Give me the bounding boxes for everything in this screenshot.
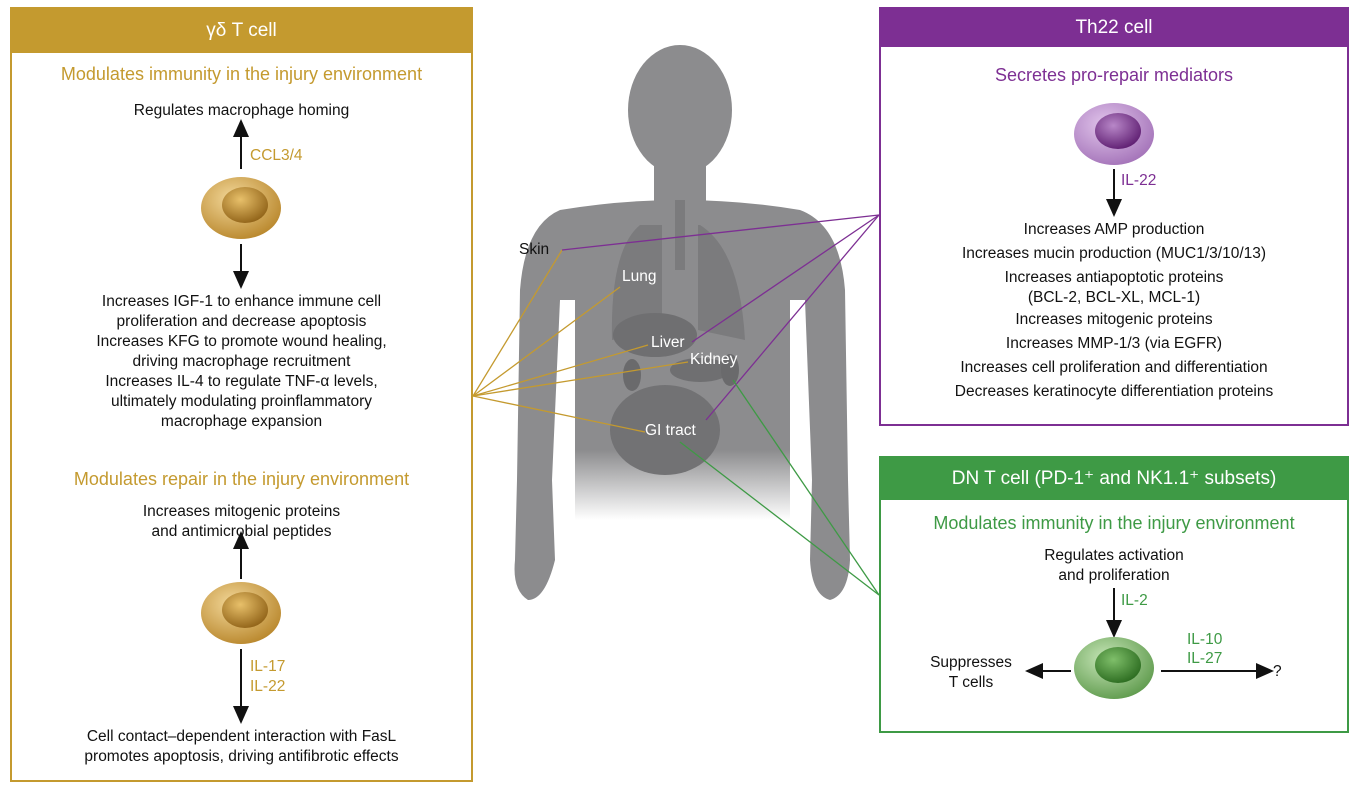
th22-effect-line: Increases AMP production bbox=[1023, 221, 1205, 238]
skin-label: Skin bbox=[519, 241, 550, 258]
effect-line: macrophage expansion bbox=[160, 413, 323, 430]
dn-activation-line: and proliferation bbox=[1058, 567, 1170, 584]
dn-activation-line: Regulates activation bbox=[1044, 547, 1184, 564]
th22-effect-line: (BCL-2, BCL-XL, MCL-1) bbox=[1027, 289, 1201, 306]
il17-label: IL-17 bbox=[250, 658, 286, 675]
th22-connectors bbox=[561, 214, 880, 421]
th22-title: Th22 cell bbox=[881, 9, 1347, 47]
dn-panel: DN T cell (PD-1⁺ and NK1.1⁺ subsets) Mod… bbox=[879, 456, 1349, 733]
gamma-delta-panel: γδ T cell Modulates immunity in the inju… bbox=[10, 7, 473, 782]
dn-title: DN T cell (PD-1⁺ and NK1.1⁺ subsets) bbox=[881, 458, 1347, 500]
th22-cell-icon bbox=[1074, 103, 1154, 165]
th22-graphics bbox=[1074, 103, 1154, 217]
gamma-delta-connectors bbox=[472, 249, 689, 433]
body-silhouette bbox=[514, 45, 850, 600]
gamma-delta-cell-icon bbox=[201, 582, 281, 644]
dn-graphics bbox=[1025, 588, 1274, 699]
fasl-effect-line: promotes apoptosis, driving antifibrotic… bbox=[84, 748, 399, 765]
th22-effect-line: Increases MMP-1/3 (via EGFR) bbox=[1005, 335, 1223, 352]
th22-effect-line: Increases mitogenic proteins bbox=[1015, 311, 1213, 328]
ccl-label: CCL3/4 bbox=[250, 147, 303, 164]
gamma-delta-title: γδ T cell bbox=[12, 9, 471, 53]
gi-tract-label: GI tract bbox=[645, 422, 696, 439]
effect-line: ultimately modulating proinflammatory bbox=[110, 393, 373, 410]
th22-effect-line: Increases cell proliferation and differe… bbox=[960, 359, 1268, 376]
liver-label: Liver bbox=[651, 334, 685, 351]
th22-il22-label: IL-22 bbox=[1121, 172, 1157, 189]
th22-effect-line: Increases antiapoptotic proteins bbox=[1004, 269, 1224, 286]
il22-label: IL-22 bbox=[250, 678, 286, 695]
th22-effect-line: Increases mucin production (MUC1/3/10/13… bbox=[961, 245, 1267, 262]
il27-label: IL-27 bbox=[1187, 650, 1223, 667]
gamma-delta-repair-heading: Modulates repair in the injury environme… bbox=[73, 469, 410, 489]
il2-label: IL-2 bbox=[1121, 592, 1148, 609]
effect-line: Increases KFG to promote wound healing, bbox=[96, 333, 387, 350]
suppress-line: T cells bbox=[948, 674, 994, 691]
unknown-outcome: ? bbox=[1273, 663, 1282, 680]
gamma-delta-immunity-heading: Modulates immunity in the injury environ… bbox=[60, 64, 423, 84]
effect-line: Increases IGF-1 to enhance immune cell bbox=[101, 293, 382, 310]
effect-line: Increases IL-4 to regulate TNF-α levels, bbox=[105, 373, 378, 390]
lung-label: Lung bbox=[622, 268, 657, 285]
effect-line: proliferation and decrease apoptosis bbox=[116, 313, 367, 330]
repair-effect-line: Increases mitogenic proteins bbox=[142, 503, 341, 520]
il10-label: IL-10 bbox=[1187, 631, 1223, 648]
fasl-effect-line: Cell contact–dependent interaction with … bbox=[86, 728, 397, 745]
effect-line: driving macrophage recruitment bbox=[132, 353, 351, 370]
th22-panel: Th22 cell Secretes pro-repair mediators … bbox=[879, 7, 1349, 426]
kidney-label: Kidney bbox=[690, 351, 738, 368]
macrophage-homing-text: Regulates macrophage homing bbox=[133, 102, 350, 119]
th22-heading: Secretes pro-repair mediators bbox=[994, 65, 1234, 85]
dn-heading: Modulates immunity in the injury environ… bbox=[933, 513, 1295, 533]
gamma-delta-graphics bbox=[201, 119, 281, 724]
th22-effect-line: Decreases keratinocyte differentiation p… bbox=[954, 383, 1274, 400]
dn-cell-icon bbox=[1074, 637, 1154, 699]
gamma-delta-cell-icon bbox=[201, 177, 281, 239]
dn-connectors bbox=[679, 379, 880, 596]
suppress-line: Suppresses bbox=[930, 654, 1012, 671]
